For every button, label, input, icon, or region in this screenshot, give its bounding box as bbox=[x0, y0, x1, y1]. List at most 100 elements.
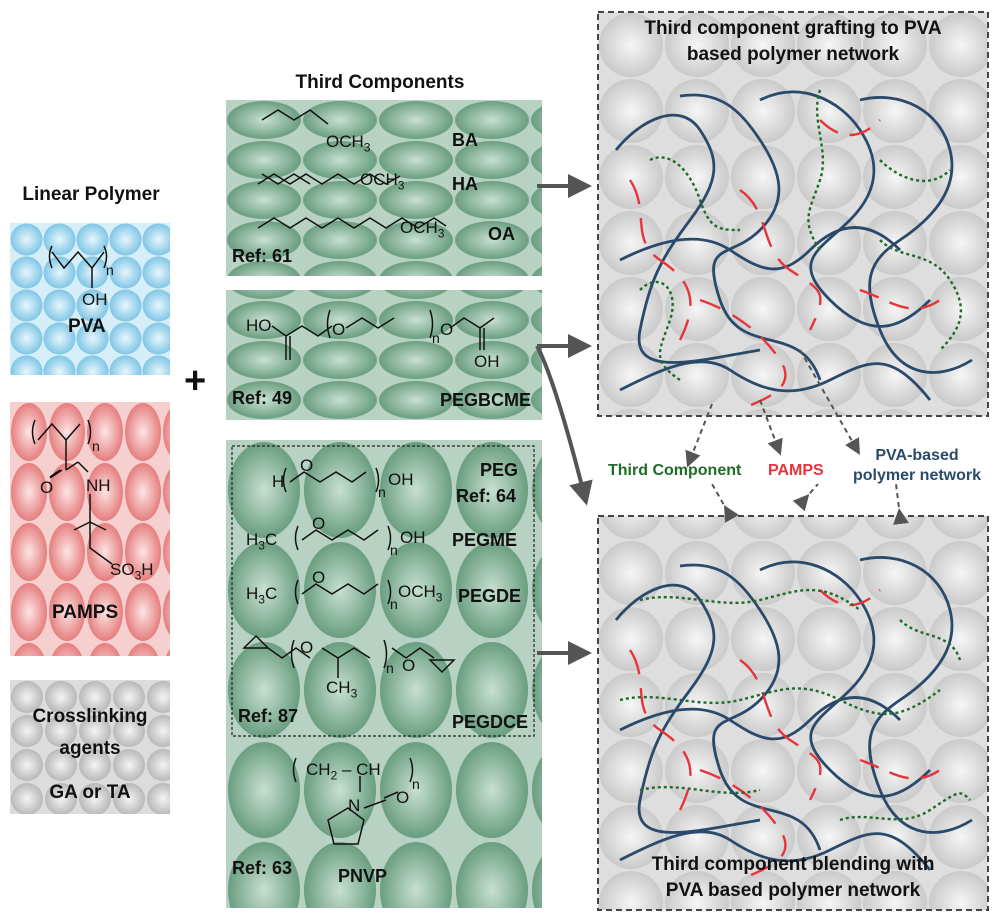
legend-third-component: Third Component bbox=[608, 462, 742, 479]
peg-n: n bbox=[378, 484, 386, 500]
pegde-och-sub: 3 bbox=[435, 590, 443, 605]
pegde-h3c-sub: 3 bbox=[258, 592, 265, 607]
pnvp-ref: Ref: 63 bbox=[232, 858, 293, 878]
pegme-h3c-h: H bbox=[246, 530, 259, 549]
peg-h: H bbox=[272, 472, 285, 491]
oa-formula-sub: 3 bbox=[437, 226, 445, 241]
ba-formula-text: OCH bbox=[326, 132, 364, 151]
oa-label: OA bbox=[488, 224, 515, 244]
pva-pendant-oh: OH bbox=[82, 290, 108, 309]
group2-ref: Ref: 49 bbox=[232, 388, 293, 408]
pegbcme-o-left: O bbox=[332, 320, 346, 339]
pegde-label: PEGDE bbox=[458, 586, 522, 606]
ba-formula-sub: 3 bbox=[363, 140, 371, 155]
pnvp-unit-mid: CH bbox=[356, 760, 381, 779]
blending-network-chains bbox=[614, 556, 973, 882]
pegde-och-text: OCH bbox=[398, 582, 436, 601]
pegme-h3c: H3C bbox=[246, 530, 277, 552]
pegbcme-oh: OH bbox=[474, 352, 500, 371]
third-group3-inner-box bbox=[231, 445, 535, 737]
ba-label: BA bbox=[452, 130, 478, 150]
pegme-h3c-sub: 3 bbox=[258, 538, 265, 553]
legend-pointers bbox=[685, 349, 909, 525]
third-components-heading: Third Components bbox=[295, 72, 465, 93]
third-group1-structures bbox=[257, 109, 447, 229]
pegdce-ch-sub: 3 bbox=[350, 686, 358, 701]
pamps-structure bbox=[31, 419, 113, 565]
peg-ref: Ref: 64 bbox=[456, 486, 517, 506]
pegbcme-structure bbox=[271, 309, 495, 360]
grafting-title: Third component grafting to PVA based po… bbox=[600, 16, 986, 68]
pamps-acid-sub: 3 bbox=[134, 568, 142, 583]
pegme-oh: OH bbox=[400, 528, 426, 547]
pnvp-unit-dash: – bbox=[337, 760, 357, 779]
ha-label: HA bbox=[452, 174, 478, 194]
pnvp-o-atom: O bbox=[396, 788, 410, 807]
blending-title: Third component blending with PVA based … bbox=[600, 852, 986, 904]
plus-sign: + bbox=[184, 360, 207, 402]
pamps-acid-h: H bbox=[141, 560, 154, 579]
crosslinker-line1: Crosslinking bbox=[32, 706, 148, 727]
peg-oh: OH bbox=[388, 470, 414, 489]
pegbcme-label: PEGBCME bbox=[440, 390, 532, 410]
pegde-h3c-h: H bbox=[246, 584, 259, 603]
oa-formula: OCH3 bbox=[400, 218, 444, 240]
pva-subscript: n bbox=[106, 262, 114, 278]
pnvp-n-atom: N bbox=[348, 796, 361, 815]
pegme-n: n bbox=[390, 542, 398, 558]
pegdce-n: n bbox=[386, 660, 394, 676]
pnvp-unit-ch: CH bbox=[306, 760, 331, 779]
peg-o: O bbox=[300, 456, 314, 475]
pva-panel bbox=[10, 223, 170, 375]
pegbcme-o-right: O bbox=[440, 320, 454, 339]
pegde-n: n bbox=[390, 596, 398, 612]
third-group1-panel bbox=[226, 100, 542, 276]
pnvp-n-subscript: n bbox=[412, 776, 420, 792]
crosslinker-panel bbox=[10, 680, 170, 814]
pegdce-ch3: CH3 bbox=[326, 678, 357, 700]
pegdce-ch-text: CH bbox=[326, 678, 351, 697]
crosslinker-line3: GA or TA bbox=[49, 782, 131, 803]
pnvp-unit-sub: 2 bbox=[330, 768, 338, 783]
blending-title-line2: PVA based polymer network bbox=[665, 880, 921, 901]
pegbcme-ho: HO bbox=[246, 316, 272, 335]
third-group3-panel bbox=[226, 440, 542, 908]
pva-structure bbox=[48, 245, 108, 288]
pegde-h3c: H3C bbox=[246, 584, 277, 606]
legend-pva-network-line1: PVA-based bbox=[875, 447, 959, 464]
peg-label: PEG bbox=[480, 460, 519, 480]
pegme-label: PEGME bbox=[452, 530, 518, 550]
pamps-label: PAMPS bbox=[52, 602, 119, 623]
linear-polymer-heading: Linear Polymer bbox=[22, 184, 160, 205]
ha-formula: OCH3 bbox=[360, 170, 404, 192]
pnvp-label: PNVP bbox=[338, 866, 388, 886]
pamps-acid-text: SO bbox=[110, 560, 135, 579]
grafting-network-chains bbox=[614, 89, 973, 412]
peg-group-structures bbox=[242, 467, 456, 845]
ha-formula-text: OCH bbox=[360, 170, 398, 189]
blending-title-line1: Third component blending with bbox=[651, 854, 935, 875]
grafting-title-line1: Third component grafting to PVA bbox=[644, 18, 942, 39]
legend-pamps: PAMPS bbox=[768, 462, 824, 479]
ha-formula-sub: 3 bbox=[397, 178, 405, 193]
pamps-amide-nh: NH bbox=[86, 476, 111, 495]
pegde-h3c-c: C bbox=[264, 584, 278, 603]
crosslinker-line2: agents bbox=[59, 738, 121, 759]
pegdce-ref: Ref: 87 bbox=[238, 706, 299, 726]
pegdce-o-left: O bbox=[300, 638, 314, 657]
pegbcme-n: n bbox=[432, 330, 440, 346]
pegdce-label: PEGDCE bbox=[452, 712, 529, 732]
legend-pva-network-line2: polymer network bbox=[852, 467, 982, 484]
pamps-subscript: n bbox=[92, 438, 100, 454]
pegme-h3c-c: C bbox=[264, 530, 278, 549]
pegde-o: O bbox=[312, 568, 326, 587]
grafting-title-line2: based polymer network bbox=[686, 44, 900, 65]
pegme-o: O bbox=[312, 514, 326, 533]
pnvp-unit: CH2 – CH bbox=[306, 760, 381, 782]
ba-formula: OCH3 bbox=[326, 132, 370, 154]
group1-ref: Ref: 61 bbox=[232, 246, 293, 266]
pva-label: PVA bbox=[68, 316, 106, 337]
process-arrows bbox=[535, 174, 593, 665]
third-group2-panel bbox=[226, 290, 542, 420]
